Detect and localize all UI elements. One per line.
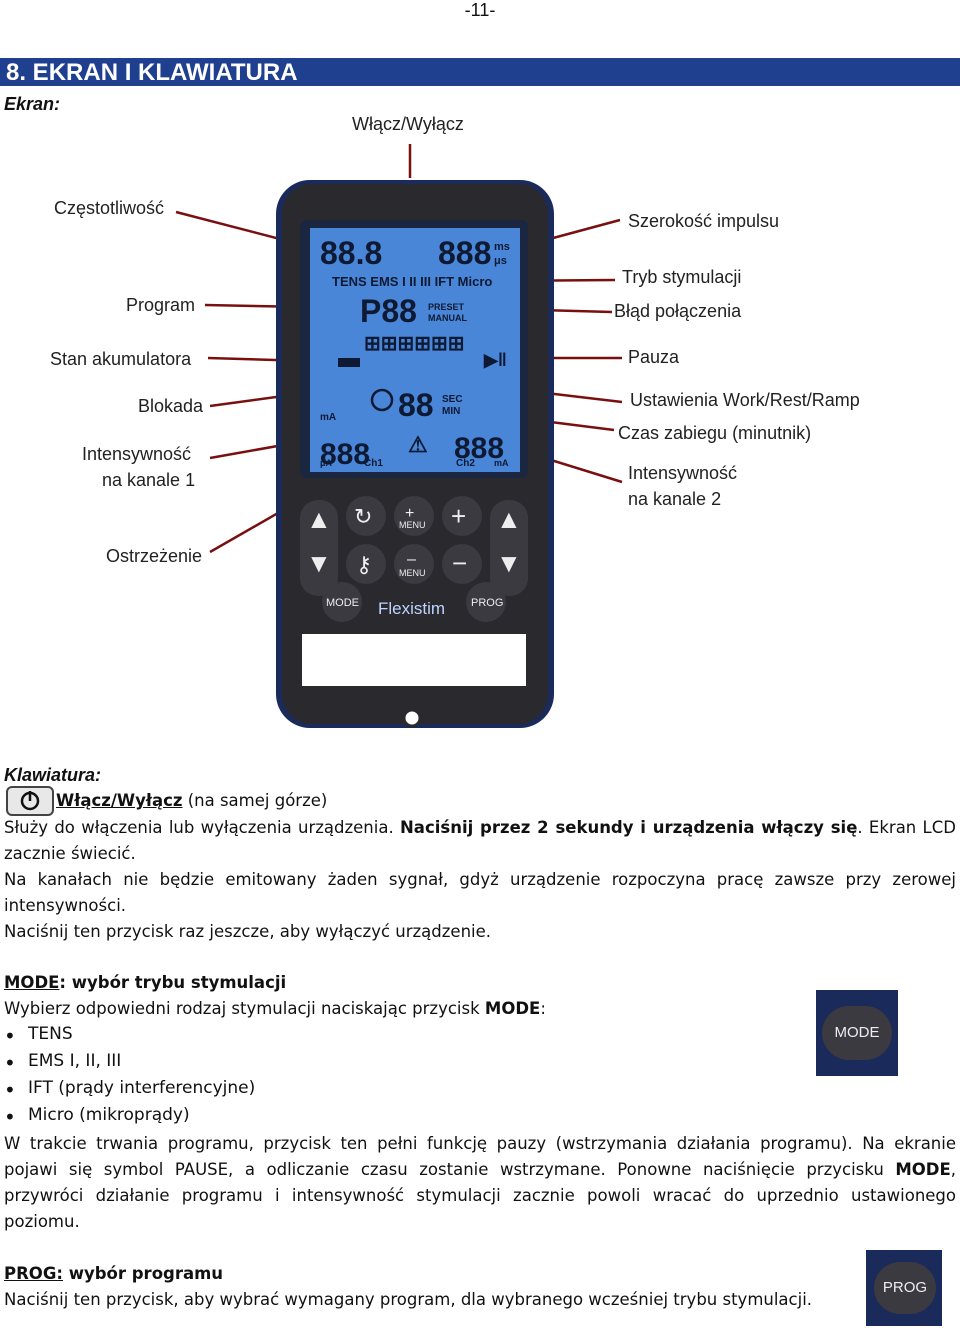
callout-intensity-ch1-l1: Intensywność [82,444,192,464]
cycle-icon: ↻ [354,504,372,529]
callout-battery: Stan akumulatora [50,349,192,369]
ch2-down-icon: ▼ [496,548,522,578]
callout-pause: Pauza [628,347,680,367]
ch1-down-icon: ▼ [306,548,332,578]
menu-plus-label: MENU [399,520,426,530]
power-key-p3: Naciśnij ten przycisk raz jeszcze, aby w… [4,922,492,941]
list-item: Micro (mikroprądy) [4,1105,190,1129]
mode-button-photo: MODE [816,990,898,1076]
keyboard-heading: Klawiatura: [4,765,102,785]
callout-frequency: Częstotliwość [54,198,165,218]
svg-text:–: – [407,551,416,568]
lcd-ms: ms [494,241,510,253]
callout-warning: Ostrzeżenie [106,546,203,566]
menu-minus-label: MENU [399,568,426,578]
clock-icon [370,388,394,412]
callout-power: Włącz/Wyłącz [352,114,464,134]
battery-icon [338,358,360,367]
section-title: 8. EKRAN I KLAWIATURA [6,59,298,86]
lcd-ch1-label: Ch1 [364,458,383,469]
lcd-modes: TENS EMS I II III IFT Micro [332,274,492,289]
brand-logo: Flexistim [378,599,445,618]
label-area [302,634,526,686]
minus-icon: − [452,548,467,578]
screen-heading: Ekran: [4,94,61,114]
callout-intensity-ch2-l2: na kanale 2 [628,489,722,509]
lcd-timer: 88 [398,387,434,423]
callout-lock: Blokada [138,396,204,416]
mode-key-title: MODE: wybór trybu stymulacji [4,973,287,992]
lcd-screen [310,228,520,472]
prog-button-photo: PROG [866,1250,942,1326]
callout-conn-error: Błąd połączenia [614,301,742,321]
keypad: ▲ ▼ ▲ ▼ ↻ ⚷ +MENU –MENU + − MODE PROG Fl… [300,496,528,622]
callout-intensity-ch2-l1: Intensywność [628,463,738,483]
key-icon: ⚷ [356,552,372,577]
section-header: 8. EKRAN I KLAWIATURA [0,58,960,86]
list-item: EMS I, II, III [4,1051,121,1075]
prog-key-title: PROG: wybór programu [4,1264,224,1283]
power-key-p1: Służy do włączenia lub wyłączenia urządz… [4,818,956,863]
prog-button-label: PROG [471,597,503,609]
mode-button-label: MODE [326,597,359,609]
list-item: IFT (prądy interferencyjne) [4,1078,255,1102]
lcd-ch2-label: Ch2 [456,458,475,469]
callout-intensity-ch1-l2: na kanale 1 [102,470,196,490]
lcd-ma-2: mA [494,458,509,468]
callout-program: Program [126,295,196,315]
power-key-p2: Na kanałach nie będzie emitowany żaden s… [4,870,956,915]
mode-key-paragraph: W trakcie trwania programu, przycisk ten… [4,1134,956,1231]
mode-button-photo-label: MODE [822,1006,892,1060]
lcd-pulse-width: 888 [438,235,491,271]
lcd-ch2: 888 [454,432,504,465]
ch2-up-icon: ▲ [496,504,522,534]
ch1-up-icon: ▲ [306,504,332,534]
lcd-min: MIN [442,406,460,417]
list-item: TENS [4,1024,73,1048]
callout-stim-mode: Tryb stymulacji [622,267,742,287]
lcd-preset: PRESET [428,302,465,312]
strap-hole [402,708,422,728]
lcd-frequency: 88.8 [320,235,382,271]
prog-key-paragraph: Naciśnij ten przycisk, aby wybrać wymaga… [4,1290,813,1309]
lcd-ch1: 888 [320,438,370,471]
prog-button-photo-label: PROG [874,1262,936,1314]
mode-key-intro: Wybierz odpowiedni rodzaj stymulacji nac… [4,999,546,1018]
lcd-us: μs [494,255,507,267]
plus-icon: + [451,501,466,531]
callout-timer: Czas zabiegu (minutnik) [618,423,812,443]
power-key-title: Włącz/Wyłącz (na samej górze) [56,791,328,810]
callout-work-rest: Ustawienia Work/Rest/Ramp [630,390,860,410]
lcd-sec: SEC [442,394,463,405]
lcd-ua-1: μA [320,458,333,468]
play-pause-icon: ▶‖ [483,350,507,370]
lcd-ma-1: mA [320,412,336,423]
lcd-manual: MANUAL [428,313,467,323]
page-number: -11- [464,0,496,20]
power-key-icon [6,786,54,816]
device-illustration: 88.8 888 ms μs TENS EMS I II III IFT Mic… [175,144,623,728]
svg-text:+: + [405,505,414,522]
callout-pulse-width: Szerokość impulsu [628,211,780,231]
warning-icon: ⚠ [408,432,428,457]
lcd-program: P88 [360,293,417,329]
lcd-segments: ⊞⊞⊞⊞⊞⊞ [364,333,465,355]
